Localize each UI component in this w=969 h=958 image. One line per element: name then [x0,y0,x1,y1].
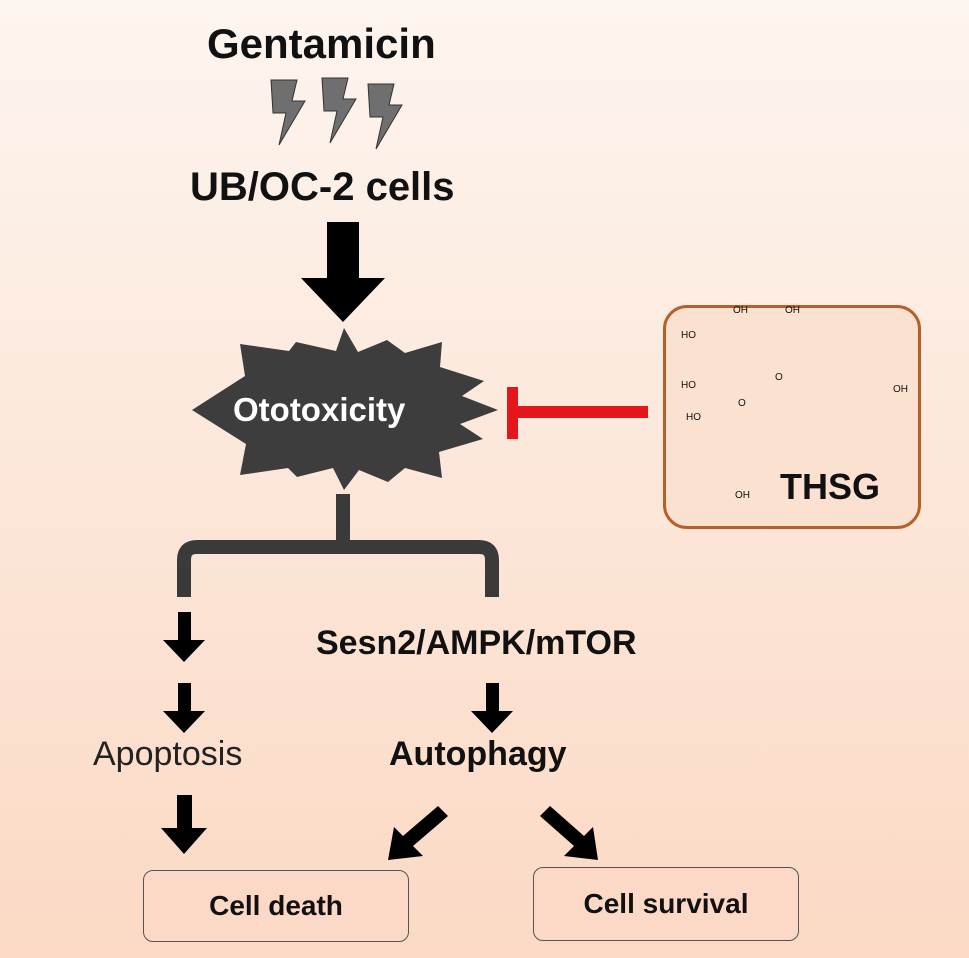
ototoxicity-burst [192,328,498,490]
diagonal-arrow-right [540,806,598,860]
diagonal-arrow-left [388,806,448,860]
pathway-label: Sesn2/AMPK/mTOR [316,624,637,662]
inhibition-symbol [507,387,648,439]
down-arrow-small [161,795,207,854]
lightning-bolt-icon [321,77,357,144]
lightning-bolts [270,77,403,150]
thsg-label: THSG [780,466,881,507]
structure-ho-label: HO [681,330,696,341]
structure-o-label: O [775,372,783,383]
gentamicin-label: Gentamicin [207,20,436,67]
lightning-bolt-icon [367,83,403,150]
structure-oh-label: OH [893,384,908,395]
cell-survival-box: Cell survival [533,867,799,941]
structure-ho-label: HO [681,380,696,391]
cell-death-box: Cell death [143,870,409,942]
thsg-panel [663,305,921,529]
structure-oh-label: OH [733,305,748,316]
small-arrows [161,612,598,860]
branch-bracket [177,494,499,597]
down-arrow-small [471,683,513,733]
down-arrow-small [163,683,205,733]
structure-o-label: O [738,398,746,409]
structure-oh-label: OH [785,305,800,316]
down-arrow-main [301,222,385,322]
autophagy-label: Autophagy [389,735,567,773]
down-arrow-small [163,612,205,662]
apoptosis-label: Apoptosis [93,735,243,773]
cell-survival-label: Cell survival [583,888,749,919]
lightning-bolt-icon [270,79,306,146]
ototoxicity-label: Ototoxicity [233,391,406,428]
structure-oh-label: OH [735,490,750,501]
structure-ho-label: HO [686,412,701,423]
cells-label: UB/OC-2 cells [190,165,455,209]
cell-death-label: Cell death [209,890,343,921]
